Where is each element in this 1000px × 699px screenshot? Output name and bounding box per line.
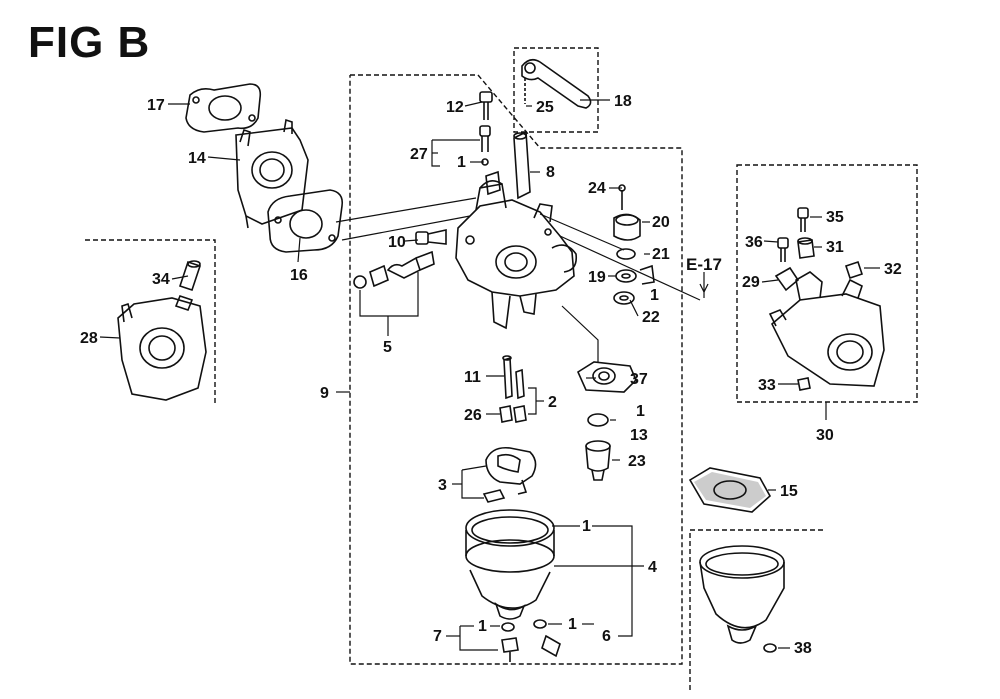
washer-22-part: [613, 291, 635, 305]
valve-8-part: [485, 130, 531, 200]
pin-34-part: [174, 260, 202, 311]
callout-9: 9: [320, 385, 329, 402]
callout-1-f: 1: [568, 616, 577, 633]
o-ring-13-part: [587, 413, 609, 427]
elbow-30-part: [768, 271, 885, 387]
leader-lines: [99, 99, 880, 651]
callout-34: 34: [152, 271, 170, 288]
nut-33-part: [797, 377, 811, 391]
bolt-36-part: [777, 237, 789, 262]
plug-32-part: [844, 260, 864, 280]
callout-33: 33: [758, 377, 776, 394]
callout-37: 37: [630, 371, 648, 388]
bolt-6-part: [533, 619, 561, 658]
callout-7: 7: [433, 628, 442, 645]
callout-6: 6: [602, 628, 611, 645]
callout-16: 16: [290, 267, 308, 284]
callout-28: 28: [80, 330, 98, 347]
callout-32: 32: [884, 261, 902, 278]
gasket-16-part: [267, 189, 344, 253]
callout-2: 2: [548, 394, 557, 411]
frame-bowl: [689, 529, 825, 690]
callout-1-c: 1: [636, 403, 645, 420]
callout-36: 36: [745, 234, 763, 251]
callout-17: 17: [147, 97, 165, 114]
callout-3: 3: [438, 477, 447, 494]
bolt-7-part: [501, 622, 519, 662]
callout-38: 38: [794, 640, 812, 657]
group-frames: [85, 47, 918, 690]
screw-12-part: [479, 91, 493, 120]
frame-carburetor: [349, 74, 683, 665]
callout-27: 27: [410, 146, 428, 163]
washer-21-part: [616, 248, 636, 260]
screw-35-part: [797, 207, 809, 232]
callout-19: 19: [588, 269, 606, 286]
figure-title: FIG B: [28, 18, 151, 67]
jet-11-part: [502, 355, 525, 400]
gasket-15-part: [688, 467, 772, 513]
callout-14: 14: [188, 150, 206, 167]
frame-insulator: [85, 239, 216, 405]
washer-19-part: [615, 264, 655, 285]
callout-8: 8: [546, 164, 555, 181]
callout-31: 31: [826, 239, 844, 256]
gasket-17-part: [185, 83, 262, 133]
frame-lever: [513, 47, 599, 133]
callout-15: 15: [780, 483, 798, 500]
callout-23: 23: [628, 453, 646, 470]
float-3-part: [482, 446, 537, 503]
callout-5: 5: [383, 339, 392, 356]
callout-35: 35: [826, 209, 844, 226]
callout-labels: 17 14 16 34 28 12 25 18 27 1 8 24 20 21 …: [80, 93, 902, 657]
callout-1-e: 1: [478, 618, 487, 635]
cap-20-part: [613, 184, 641, 241]
callout-1-b: 1: [650, 287, 659, 304]
callout-4: 4: [648, 559, 657, 576]
callout-18: 18: [614, 93, 632, 110]
callout-1-a: 1: [457, 154, 466, 171]
callout-24: 24: [588, 180, 606, 197]
drain-23-part: [585, 440, 611, 481]
bracket-29-part: [774, 266, 800, 292]
callout-30: 30: [816, 427, 834, 444]
frame-elbow: [736, 164, 918, 403]
callout-29: 29: [742, 274, 760, 291]
carburetor-body-part: [455, 180, 578, 330]
reference-e17: E-17: [686, 255, 722, 274]
callout-25: 25: [536, 99, 554, 116]
callout-26: 26: [464, 407, 482, 424]
lever-18-part: [521, 58, 592, 109]
callout-13: 13: [630, 427, 648, 444]
screw-27-part: [479, 125, 491, 166]
callout-20: 20: [652, 214, 670, 231]
callout-10: 10: [388, 234, 406, 251]
callout-21: 21: [652, 246, 670, 263]
insulator-28-part: [117, 297, 207, 401]
float-bowl-4-part: [465, 509, 555, 620]
callout-12: 12: [446, 99, 464, 116]
callout-11: 11: [464, 369, 481, 386]
screw-10-part: [415, 229, 447, 245]
cap-37-part: [576, 361, 637, 393]
callout-22: 22: [642, 309, 660, 326]
nut-31-part: [797, 237, 815, 259]
screw-set-5-part: [353, 250, 435, 289]
bowl-38-part: [699, 545, 785, 653]
callout-1-d: 1: [582, 518, 591, 535]
jet-26-part: [499, 405, 527, 423]
